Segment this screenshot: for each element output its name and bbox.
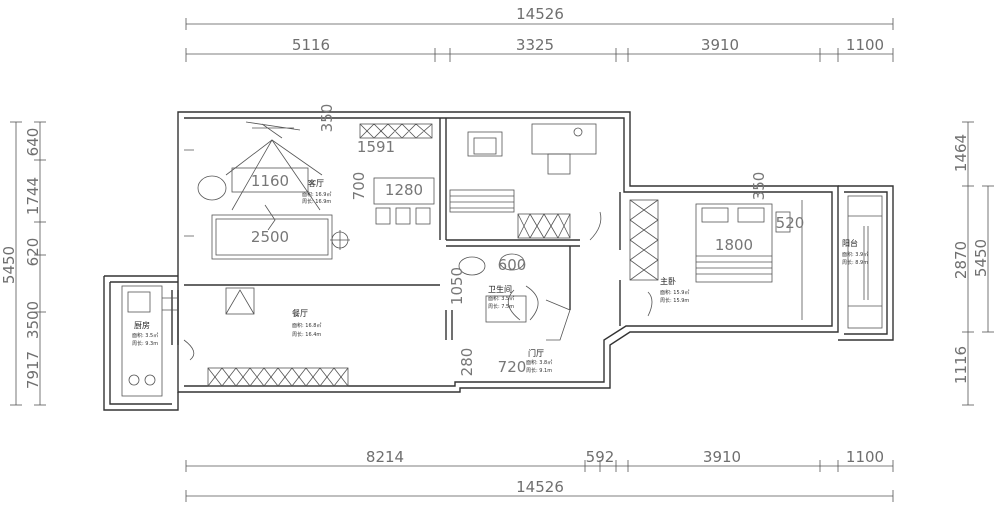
left-segment-5: 640 [24,128,42,157]
room-area-kitchen: 面积: 3.5㎡ [132,332,158,339]
top-segment-1: 5116 [292,36,330,54]
room-area-dining: 面积: 16.8㎡ [292,322,321,329]
room-label-master: 主卧 面积: 15.9㎡ 周长: 15.9m [660,276,689,304]
right-total-dimension: 5450 [972,239,990,277]
bottom-segment-2: 592 [586,448,615,466]
kitchen-furniture [121,285,178,397]
hall-720-dimension: 720 [498,358,527,376]
top-segment-2: 3325 [516,36,554,54]
room-perimeter-kitchen: 周长: 9.3m [132,340,158,347]
dining-1280-dimension: 1280 [385,181,423,199]
bath-1050-dimension: 1050 [448,267,466,305]
room-name-foyer: 门厅 [528,348,544,358]
left-dimension-group: 5450 7917 3500 620 1744 640 [0,121,46,406]
room-name-bathroom: 卫生间 [488,284,512,294]
study-furniture [449,123,597,239]
dining-furniture [359,123,435,225]
living-sofa-dimension: 2500 [251,228,289,246]
room-label-dining: 餐厅 面积: 16.8㎡ 周长: 16.4m [292,309,321,338]
right-segment-2: 2870 [952,241,970,279]
room-label-balcony: 阳台 面积: 3.9㎡ 周长: 8.9m [842,238,868,266]
top-dimension-group: 14526 5116 3325 3910 1100 [185,5,894,62]
bed-350-dimension: 350 [750,172,768,201]
bathroom-furniture [458,253,571,341]
top-total-dimension: 14526 [516,5,564,23]
bottom-total-dimension: 14526 [516,478,564,496]
room-label-kitchen: 厨房 面积: 3.5㎡ 周长: 9.3m [132,320,158,347]
room-perimeter-bathroom: 周长: 7.5m [488,303,514,310]
bed-520-dimension: 520 [776,214,805,232]
living-tv-dimension: 1160 [251,172,289,190]
walls [103,111,894,411]
room-perimeter-living: 周长: 16.9m [302,198,331,205]
dining-room-furniture [183,287,349,387]
dining-1591-dimension: 1591 [357,138,395,156]
room-area-bathroom: 面积: 3.5㎡ [488,295,514,302]
room-name-master: 主卧 [660,276,676,286]
sideboard [359,123,433,139]
top-segment-4: 1100 [846,36,884,54]
room-name-dining: 餐厅 [292,309,308,318]
wardrobe [629,199,659,281]
hall-280-dimension: 280 [458,348,476,377]
dining-table [373,177,435,205]
top-segment-3: 3910 [701,36,739,54]
living-room-furniture [184,121,350,260]
armchair [197,175,227,201]
bottom-segment-3: 3910 [703,448,741,466]
left-segment-2: 3500 [24,301,42,339]
left-segment-4: 1744 [24,177,42,215]
right-dimension-group: 1116 2870 1464 5450 [952,121,994,406]
kitchen-counter [121,285,163,397]
room-area-master: 面积: 15.9㎡ [660,289,689,296]
master-bedroom-furniture [629,199,803,320]
room-label-foyer: 门厅 面积: 3.8㎡ 周长: 9.1m [526,348,552,374]
living-700-dimension: 700 [350,172,368,201]
right-segment-1: 1116 [952,346,970,384]
room-name-living: 客厅 [308,178,324,188]
room-perimeter-dining: 周长: 16.4m [292,331,321,338]
room-area-living: 面积: 16.9㎡ [302,191,331,198]
right-segment-3: 1464 [952,134,970,172]
left-total-dimension: 5450 [0,246,18,284]
bath-600-dimension: 600 [498,256,527,274]
room-perimeter-foyer: 周长: 9.1m [526,367,552,374]
room-label-bathroom: 卫生间 面积: 3.5㎡ 周长: 7.5m [488,284,514,310]
room-perimeter-balcony: 周长: 8.9m [842,259,868,266]
bottom-segment-4: 1100 [846,448,884,466]
bed-1800-dimension: 1800 [715,236,753,254]
left-segment-1: 7917 [24,351,42,389]
bottom-segment-1: 8214 [366,448,404,466]
door-swing [589,211,602,241]
balcony-furniture [847,195,883,329]
room-name-kitchen: 厨房 [134,320,150,330]
room-name-balcony: 阳台 [842,238,858,248]
room-area-balcony: 面积: 3.9㎡ [842,251,868,258]
double-bed [695,203,773,283]
bottom-dimension-group: 8214 592 3910 1100 14526 [185,448,894,502]
room-area-foyer: 面积: 3.8㎡ [526,359,552,366]
left-segment-3: 620 [24,238,42,267]
living-350-dimension: 350 [318,104,336,133]
room-perimeter-master: 周长: 15.9m [660,297,689,304]
room-label-living: 客厅 面积: 16.9㎡ 周长: 16.9m [302,178,331,205]
